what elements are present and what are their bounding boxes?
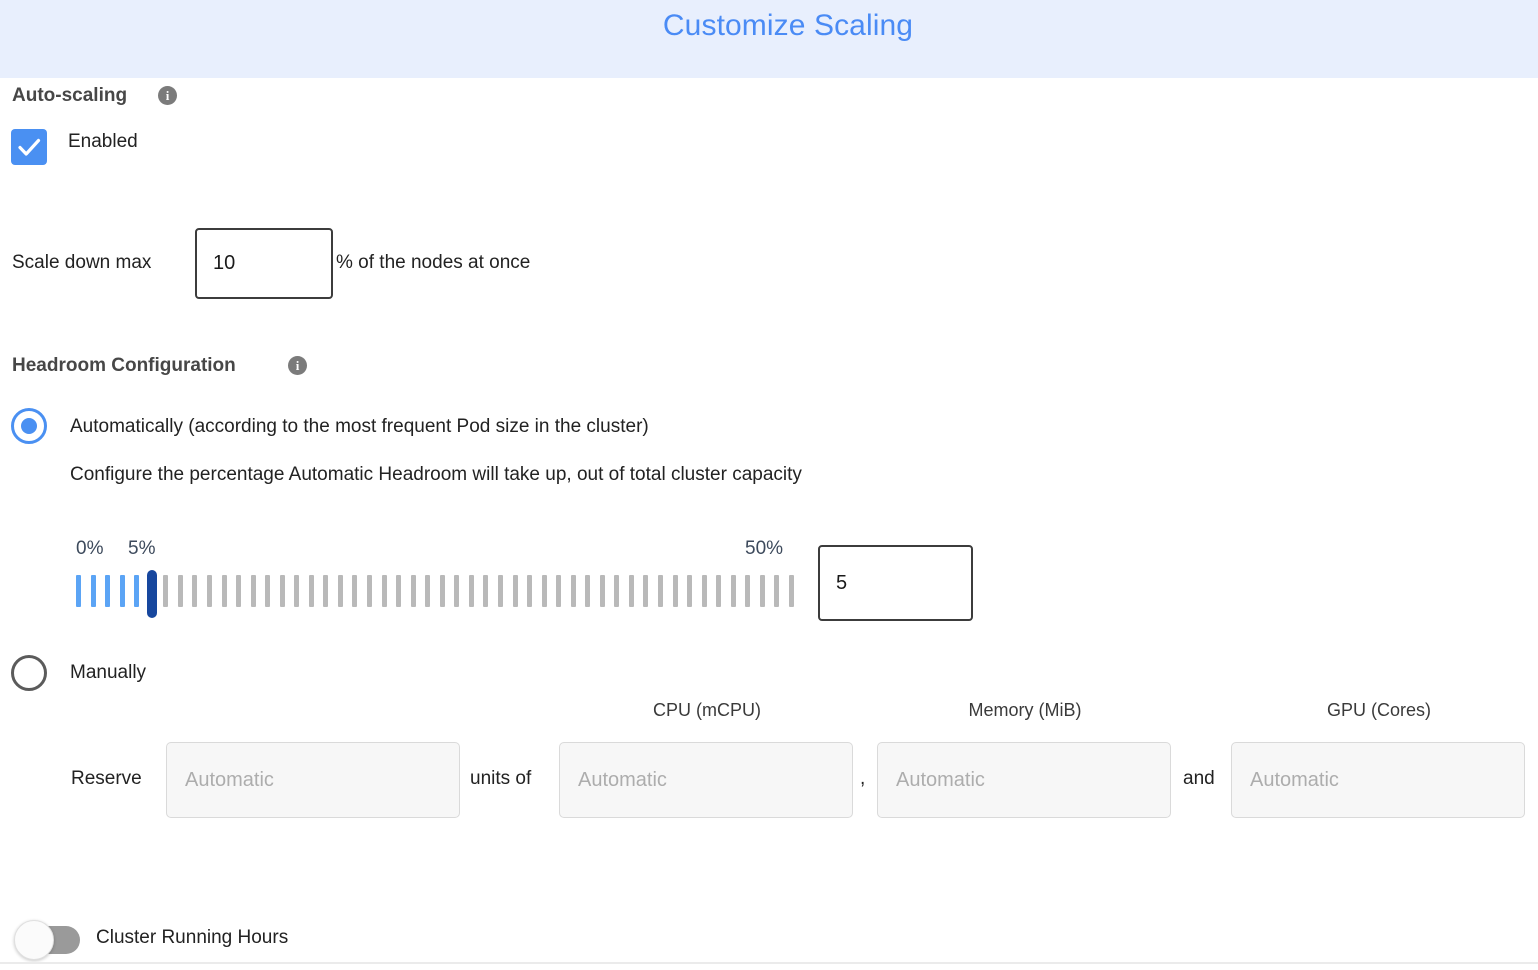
slider-tick	[396, 575, 402, 607]
gpu-input[interactable]	[1231, 742, 1525, 818]
slider-tick	[759, 575, 765, 607]
reserve-units-input[interactable]	[166, 742, 460, 818]
headroom-percentage-slider[interactable]	[76, 570, 806, 618]
slider-tick	[658, 575, 663, 607]
slider-tick	[570, 575, 576, 607]
headroom-info-icon[interactable]: i	[288, 356, 307, 375]
headroom-option-manually-label: Manually	[70, 662, 147, 683]
comma-separator: ,	[860, 768, 866, 789]
slider-tick	[672, 575, 678, 607]
slider-tick	[687, 575, 693, 607]
slider-thumb[interactable]	[146, 570, 157, 618]
slider-tick	[265, 575, 271, 607]
auto-scaling-section-label: Auto-scaling	[12, 85, 128, 106]
slider-min-label: 0%	[76, 538, 104, 559]
slider-value-label: 5%	[128, 538, 156, 559]
slider-tick	[323, 575, 329, 607]
slider-tick	[497, 575, 503, 607]
headroom-option-automatically-radio[interactable]	[11, 408, 47, 444]
scale-down-max-label: Scale down max	[12, 252, 152, 273]
slider-tick	[294, 575, 300, 607]
headroom-section-label: Headroom Configuration	[12, 355, 236, 376]
slider-tick	[512, 575, 518, 607]
slider-tick	[221, 575, 227, 607]
slider-tick	[527, 575, 533, 607]
slider-tick	[585, 575, 591, 607]
slider-tick	[381, 575, 387, 607]
slider-tick	[730, 575, 736, 607]
slider-tick	[614, 575, 620, 607]
slider-tick	[206, 575, 212, 607]
slider-tick	[541, 575, 547, 607]
and-separator: and	[1183, 768, 1215, 789]
gpu-column-header: GPU (Cores)	[1326, 700, 1431, 720]
cluster-running-hours-toggle[interactable]	[14, 920, 80, 960]
headroom-automatic-description: Configure the percentage Automatic Headr…	[70, 464, 802, 485]
cpu-input[interactable]	[559, 742, 853, 818]
memory-column-header: Memory (MiB)	[968, 700, 1082, 720]
scale-down-max-suffix: % of the nodes at once	[336, 252, 531, 273]
radio-dot	[21, 418, 37, 434]
cluster-running-hours-label: Cluster Running Hours	[96, 927, 289, 948]
slider-tick	[367, 575, 372, 607]
slider-max-label: 50%	[745, 538, 784, 559]
slider-tick	[134, 575, 140, 607]
slider-tick	[177, 575, 183, 607]
slider-tick	[76, 575, 81, 607]
headroom-option-automatically-label: Automatically (according to the most fre…	[70, 416, 649, 437]
slider-tick	[236, 575, 242, 607]
toggle-knob	[14, 920, 54, 960]
slider-tick	[788, 575, 794, 607]
slider-tick	[410, 575, 416, 607]
slider-tick	[468, 575, 474, 607]
slider-tick	[439, 575, 445, 607]
slider-tick	[701, 575, 707, 607]
slider-tick	[279, 575, 285, 607]
slider-tick	[556, 575, 562, 607]
headroom-option-manually-radio[interactable]	[11, 655, 47, 691]
slider-tick	[119, 575, 125, 607]
slider-tick	[774, 575, 780, 607]
slider-tick	[483, 575, 489, 607]
auto-scaling-enabled-checkbox[interactable]	[11, 129, 47, 165]
auto-scaling-enabled-label: Enabled	[68, 131, 138, 152]
slider-tick	[745, 575, 751, 607]
slider-tick	[337, 575, 343, 607]
reserve-label: Reserve	[71, 768, 142, 789]
page-title: Customize Scaling	[662, 9, 914, 42]
slider-tick	[352, 575, 358, 607]
bottom-divider	[0, 962, 1538, 964]
cpu-column-header: CPU (mCPU)	[653, 700, 761, 720]
slider-tick	[716, 575, 722, 607]
scale-down-max-input[interactable]	[195, 228, 333, 299]
checkmark-icon	[18, 138, 41, 156]
slider-tick	[250, 575, 256, 607]
slider-tick	[425, 575, 431, 607]
panel-header: Customize Scaling	[0, 0, 1538, 78]
slider-tick	[308, 575, 314, 607]
memory-input[interactable]	[877, 742, 1171, 818]
units-of-label: units of	[470, 768, 532, 789]
slider-tick	[599, 575, 605, 607]
slider-tick	[192, 575, 198, 607]
slider-tick	[454, 575, 460, 607]
slider-tick	[628, 575, 634, 607]
headroom-percentage-input[interactable]	[818, 545, 973, 621]
slider-tick	[163, 575, 169, 607]
slider-tick	[90, 575, 96, 607]
slider-tick	[105, 575, 111, 607]
slider-tick	[643, 575, 649, 607]
auto-scaling-info-icon[interactable]: i	[158, 86, 177, 105]
